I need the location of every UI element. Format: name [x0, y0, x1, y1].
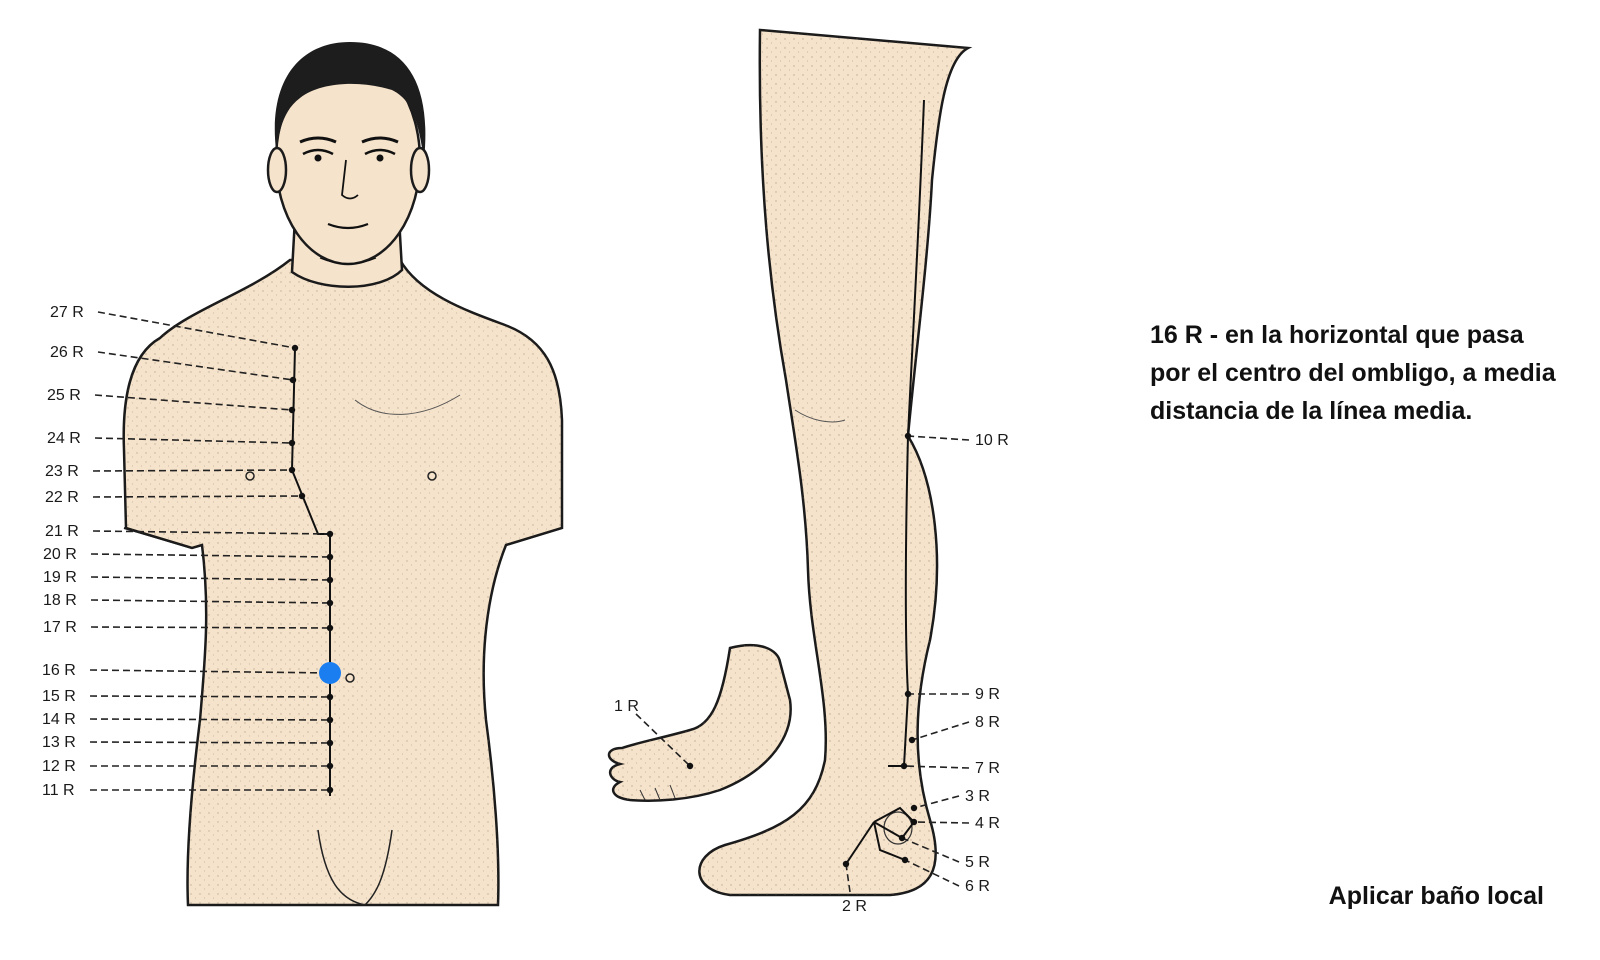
torso-figure	[122, 42, 564, 907]
torso-point-leader	[97, 311, 296, 349]
torso-point-leader	[90, 626, 331, 629]
leg-point-group: 10 R 9 R 8 R 7 R 3 R 4 R 5 R 6 R 2 R	[842, 432, 1009, 915]
treatment-note: Aplicar baño local	[1328, 882, 1544, 910]
torso-point-label: 27 R	[50, 304, 84, 321]
torso-point-leader	[92, 530, 331, 535]
torso-point-label: 25 R	[47, 387, 81, 404]
torso-point-dot	[326, 739, 334, 747]
torso-point-dot	[326, 693, 334, 701]
leg-point-dot	[910, 804, 918, 812]
torso-point-label: 12 R	[42, 758, 76, 775]
torso-point-dot	[326, 530, 334, 538]
torso-point-leader	[92, 495, 303, 498]
torso-point-dot	[288, 406, 296, 414]
torso-point-label: 24 R	[47, 430, 81, 447]
leg-point-leader	[913, 795, 960, 809]
leg-point-dot	[686, 762, 694, 770]
torso-point-label: 14 R	[42, 711, 76, 728]
torso-point-label: 19 R	[43, 569, 77, 586]
torso-point-label: 11 R	[42, 782, 75, 799]
torso-point-label: 18 R	[43, 592, 77, 609]
torso-point-leader	[90, 553, 331, 558]
leg-point-dot	[900, 762, 908, 770]
torso-point-leader	[92, 469, 293, 472]
torso-point-dot	[291, 344, 299, 352]
torso-point-dot	[326, 624, 334, 632]
torso-point-leader	[89, 669, 331, 674]
leg-point-leader	[911, 721, 970, 741]
torso-point-dot	[326, 553, 334, 561]
leg-point-label: 3 R	[965, 788, 990, 805]
leg-point-label: 8 R	[975, 714, 1000, 731]
leg-point-label: 4 R	[975, 815, 1000, 832]
torso-point-leader	[90, 599, 331, 604]
leg-point-label: 1 R	[614, 698, 639, 715]
leg-point-dot	[901, 856, 909, 864]
leg-point-leader	[907, 435, 970, 441]
leg-point-dot	[898, 834, 906, 842]
leg-point-dot	[842, 860, 850, 868]
torso-point-label: 23 R	[45, 463, 79, 480]
leg-point-leader	[845, 863, 851, 893]
torso-point-dot	[326, 599, 334, 607]
torso-point-leader	[90, 576, 331, 581]
highlighted-point-marker	[319, 662, 341, 684]
foot-sole-figure	[607, 643, 792, 802]
leg-point-dot	[910, 818, 918, 826]
torso-point-leader	[89, 741, 331, 744]
leg-point-leader	[904, 859, 960, 887]
torso-point-dot	[326, 762, 334, 770]
torso-point-leader	[89, 718, 331, 721]
torso-point-label: 26 R	[50, 344, 84, 361]
point-description: 16 R - en la horizontal que pasa por el …	[1150, 321, 1556, 425]
torso-point-dot	[326, 786, 334, 794]
torso-point-dot	[326, 576, 334, 584]
leg-point-dot	[904, 432, 912, 440]
leg-point-dot	[904, 690, 912, 698]
torso-point-dot	[289, 376, 297, 384]
leg-point-label: 6 R	[965, 878, 990, 895]
leg-point-label: 10 R	[975, 432, 1009, 449]
leg-point-leader	[913, 821, 970, 824]
leg-point-leader	[635, 713, 691, 767]
torso-point-label: 13 R	[42, 734, 76, 751]
torso-point-dot	[288, 439, 296, 447]
foot-point-group: 1 R	[614, 698, 694, 770]
torso-point-label: 15 R	[42, 688, 76, 705]
leg-point-dot	[908, 736, 916, 744]
torso-point-label: 16 R	[42, 662, 76, 679]
leg-figure	[698, 28, 973, 897]
torso-point-label: 21 R	[45, 523, 79, 540]
torso-point-group: 27 R 26 R 25 R 24 R 23 R 22 R 21 R 20 R 19 R 18 R…	[42, 304, 341, 799]
torso-point-label: 17 R	[43, 619, 77, 636]
torso-point-dot	[288, 466, 296, 474]
leg-point-label: 9 R	[975, 686, 1000, 703]
leg-point-label: 5 R	[965, 854, 990, 871]
leg-point-label: 2 R	[842, 898, 867, 915]
torso-point-dot	[326, 716, 334, 724]
torso-point-label: 22 R	[45, 489, 79, 506]
torso-point-dot	[298, 492, 306, 500]
torso-point-label: 20 R	[43, 546, 77, 563]
leg-point-label: 7 R	[975, 760, 1000, 777]
torso-point-leader	[89, 695, 331, 698]
